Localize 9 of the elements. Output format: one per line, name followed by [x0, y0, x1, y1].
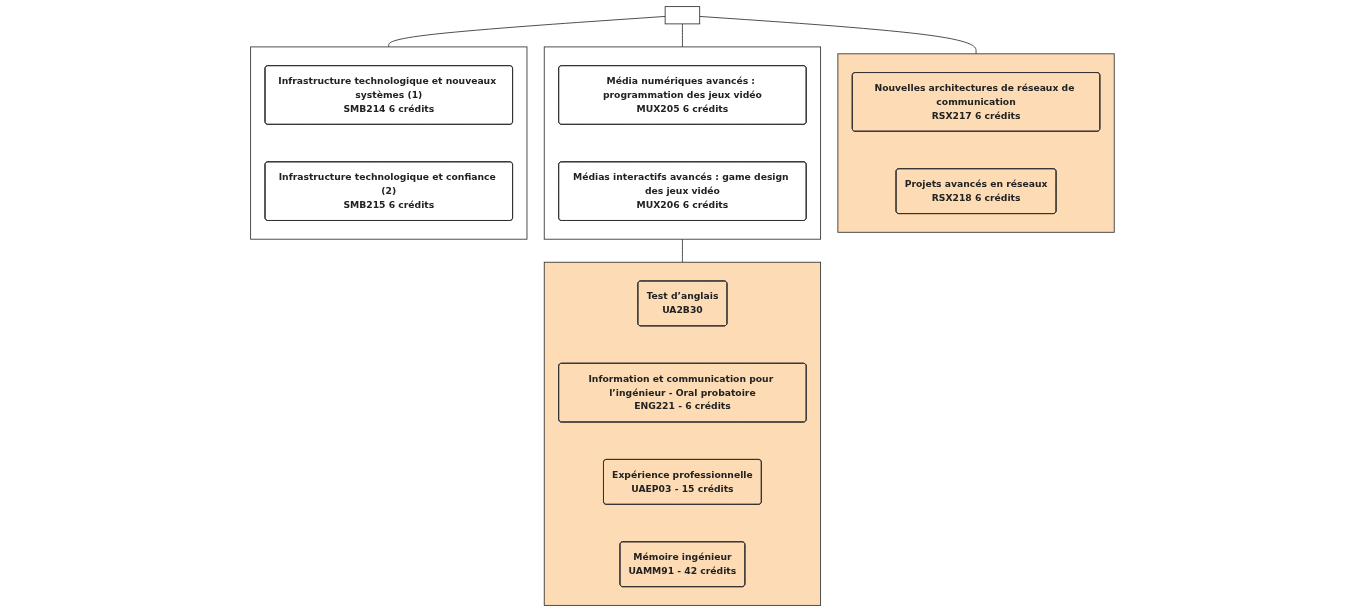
connector [681, 238, 683, 263]
node-box [664, 6, 700, 25]
cluster [837, 53, 1115, 233]
connector [698, 16, 977, 55]
cluster [249, 46, 527, 240]
connector [387, 16, 666, 48]
cluster [543, 46, 821, 240]
connector [681, 23, 683, 48]
cluster [543, 261, 821, 606]
